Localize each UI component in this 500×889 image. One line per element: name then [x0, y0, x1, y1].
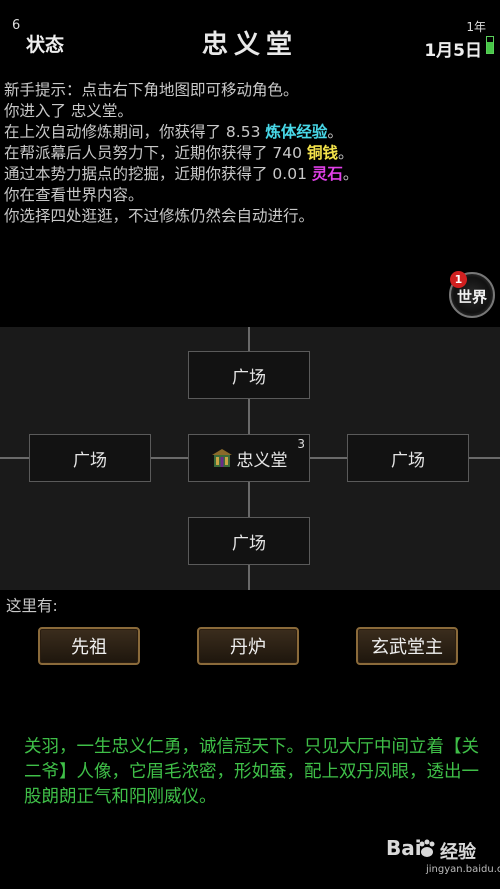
map-room-current[interactable]: 忠义堂 3 [188, 434, 310, 482]
npc-button-furnace[interactable]: 丹炉 [197, 627, 299, 665]
watermark-url: jingyan.baidu.com [426, 864, 500, 875]
page-title: 忠义堂 [201, 30, 298, 60]
log-line: 通过本势力据点的挖掘，近期你获得了 0.01 灵石。 [4, 165, 359, 183]
hall-icon [211, 447, 233, 469]
world-notification-badge: 1 [450, 271, 467, 288]
room-label: 广场 [73, 450, 107, 471]
world-button-label: 世界 [456, 288, 487, 306]
message-log: 新手提示：点击右下角地图即可移动角色。 你进入了 忠义堂。 在上次自动修炼期间，… [4, 80, 496, 227]
npc-button-hall-master[interactable]: 玄武堂主 [356, 627, 458, 665]
log-line: 在上次自动修炼期间，你获得了 8.53 炼体经验。 [4, 123, 343, 141]
log-line: 你进入了 忠义堂。 [4, 102, 133, 120]
stone-highlight: 灵石 [311, 165, 343, 183]
room-occupant-count: 3 [297, 437, 305, 451]
map-room-east[interactable]: 广场 [347, 434, 469, 482]
paw-icon [416, 838, 438, 860]
here-label: 这里有: [6, 597, 58, 615]
status-level: 6 [12, 18, 21, 33]
room-label: 广场 [232, 367, 266, 388]
map-room-south[interactable]: 广场 [188, 517, 310, 565]
exp-highlight: 炼体经验 [265, 123, 328, 141]
day-progress-fill [487, 41, 493, 53]
log-line: 在帮派幕后人员努力下，近期你获得了 740 铜钱。 [4, 144, 354, 162]
status-button[interactable]: 状态 [26, 34, 65, 56]
room-label: 忠义堂 [236, 450, 288, 471]
room-label: 广场 [391, 450, 425, 471]
location-description: 关羽，一生忠义仁勇，诚信冠天下。只见大厅中间立着【关二爷】人像，它眉毛浓密，形如… [24, 737, 479, 807]
year-label: 1年 [466, 20, 486, 34]
top-bar: 6 状态 忠义堂 1年 1月5日 [0, 0, 500, 80]
watermark-brand: 经验 [440, 842, 476, 863]
map-room-west[interactable]: 广场 [29, 434, 151, 482]
room-label: 广场 [232, 533, 266, 554]
date-label: 1月5日 [424, 41, 482, 61]
watermark: Bai 经验 jingyan.baidu.com [386, 836, 500, 884]
coin-highlight: 铜钱 [306, 144, 338, 162]
log-line: 你选择四处逛逛，不过修炼仍然会自动进行。 [4, 207, 315, 225]
npc-button-ancestor[interactable]: 先祖 [38, 627, 140, 665]
log-line: 你在查看世界内容。 [4, 186, 144, 204]
day-progress-bar [486, 36, 494, 54]
map-room-north[interactable]: 广场 [188, 351, 310, 399]
watermark-logo: Bai [386, 836, 422, 860]
log-line: 新手提示：点击右下角地图即可移动角色。 [4, 81, 299, 99]
